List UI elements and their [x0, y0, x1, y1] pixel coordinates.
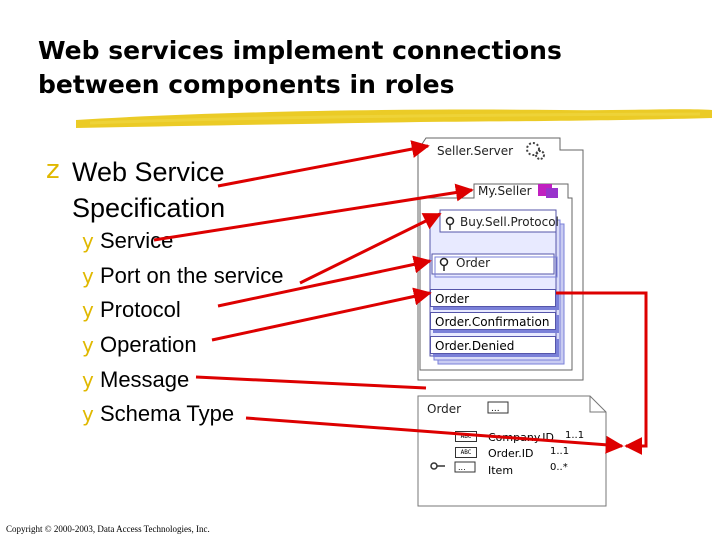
seller-server-label: Seller.Server — [437, 144, 514, 158]
slide-title: Web services implement connections betwe… — [38, 34, 678, 102]
message-order[interactable]: Order — [430, 289, 556, 307]
schema-title: Order — [427, 402, 462, 416]
sub-bullet-marker-icon: y — [82, 402, 94, 427]
title-line-1: Web services implement connections — [38, 36, 562, 65]
message-order-denied[interactable]: Order.Denied — [430, 336, 556, 354]
schema-field-name: Item — [488, 464, 514, 477]
sub-bullet-marker-icon: y — [82, 263, 94, 288]
sub-bullet-marker-icon: y — [82, 367, 94, 392]
schema-field-name: Order.ID — [488, 447, 534, 460]
schema-field-multiplicity: 1..1 — [565, 430, 585, 441]
ellipsis-icon: ... — [487, 401, 509, 414]
role-icon — [538, 184, 558, 198]
gear-icon — [526, 142, 545, 160]
message-order-confirmation[interactable]: Order.Confirmation — [430, 312, 556, 330]
sub-bullet-marker-icon: y — [82, 298, 94, 323]
main-bullet-text: Web Service Specification — [72, 154, 225, 226]
operation-label: Order — [456, 256, 491, 270]
sub-bullet-text: Schema Type — [100, 401, 235, 427]
schema-field-multiplicity: 1..1 — [550, 446, 570, 457]
svg-text:...: ... — [458, 463, 466, 472]
title-line-2: between components in roles — [38, 70, 455, 99]
schema-field-multiplicity: 0..* — [550, 462, 568, 473]
string-type-icon: ABC — [455, 447, 477, 458]
copyright-text: Copyright © 2000-2003, Data Access Techn… — [6, 524, 210, 534]
sub-bullet-marker-icon: y — [82, 229, 94, 253]
protocol-label: Buy.Sell.Protocol — [460, 215, 559, 229]
bullet-marker-icon: z — [46, 155, 60, 185]
sub-bullet-text: Protocol — [100, 297, 181, 323]
string-type-icon: ABC — [455, 431, 477, 442]
schema-field-name: Company.ID — [488, 431, 554, 444]
svg-text:...: ... — [491, 404, 500, 414]
key-icon — [430, 462, 445, 470]
sub-bullet-text: Message — [100, 366, 190, 392]
sub-bullet-text: Operation — [100, 332, 197, 358]
sub-bullet-marker-icon: y — [82, 333, 94, 358]
role-label: My.Seller — [478, 184, 532, 198]
ellipsis-type-icon: ... — [454, 461, 476, 473]
main-bullet-line-1: Web Service — [72, 157, 225, 187]
